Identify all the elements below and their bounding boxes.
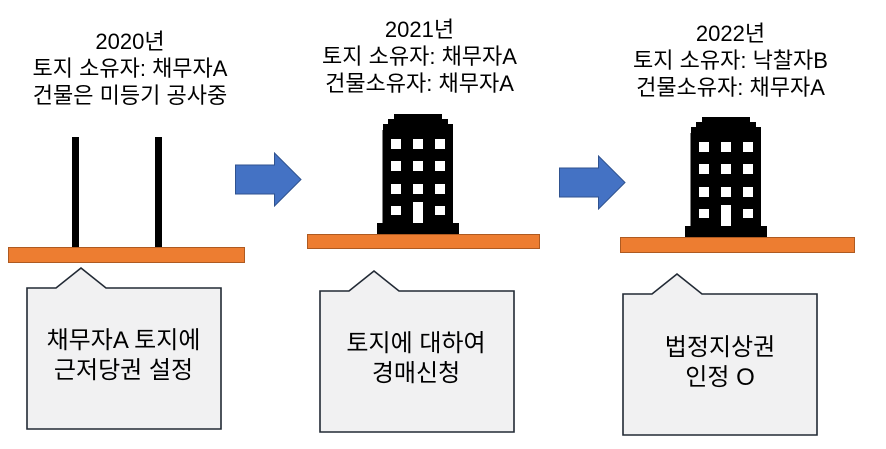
panel2-year-label: 2021년 [384, 17, 455, 42]
panel2-callout-text: 토지에 대하여 경매신청 [320, 329, 512, 389]
building-icon [685, 117, 767, 237]
panel1-land-owner-text: 토지 소유자: 채무자A [32, 56, 228, 81]
construction-post-icon [155, 137, 162, 247]
panel2-land-bar [307, 234, 540, 249]
construction-post-icon [72, 137, 79, 247]
panel3-land-bar [620, 237, 855, 253]
panel1-header: 2020년 토지 소유자: 채무자A 건물은 미등기 공사중 [5, 28, 255, 109]
right-arrow-icon [559, 155, 626, 210]
panel1-callout-line2: 근저당권 설정 [53, 357, 194, 384]
panel2-header: 2021년 토지 소유자: 채무자A 건물소유자: 채무자A [297, 16, 542, 97]
panel3-callout-line2: 인정 O [685, 364, 755, 391]
panel1-callout-box [26, 266, 222, 430]
panel1-building-status-text: 건물은 미등기 공사중 [32, 83, 228, 108]
panel2-building-owner-text: 건물소유자: 채무자A [325, 71, 514, 96]
building-icon [377, 114, 459, 234]
right-arrow-icon [235, 152, 302, 207]
panel1-callout-line1: 채무자A 토지에 [46, 327, 201, 354]
panel3-callout-box [622, 272, 818, 436]
panel3-header: 2022년 토지 소유자: 낙찰자B 건물소유자: 채무자A [608, 20, 853, 101]
pan3-land-owner-text: 토지 소유자: 낙찰자B [633, 48, 828, 73]
panel1-year-label: 2020년 [95, 29, 165, 54]
panel3-callout-text: 법정지상권 인정 O [623, 333, 817, 393]
panel1-callout-text: 채무자A 토지에 근저당권 설정 [27, 326, 220, 386]
panel2-callout-line2: 경매신청 [371, 360, 461, 387]
panel2-callout-box [319, 269, 515, 433]
panel3-year-label: 2022년 [695, 21, 766, 46]
panel3-callout-line1: 법정지상권 [664, 334, 776, 361]
panel1-land-bar [8, 247, 245, 263]
panel2-callout-line1: 토지에 대하여 [346, 330, 486, 357]
panel2-land-owner-text: 토지 소유자: 채무자A [322, 44, 517, 69]
panel3-building-owner-text: 건물소유자: 채무자A [636, 75, 825, 100]
